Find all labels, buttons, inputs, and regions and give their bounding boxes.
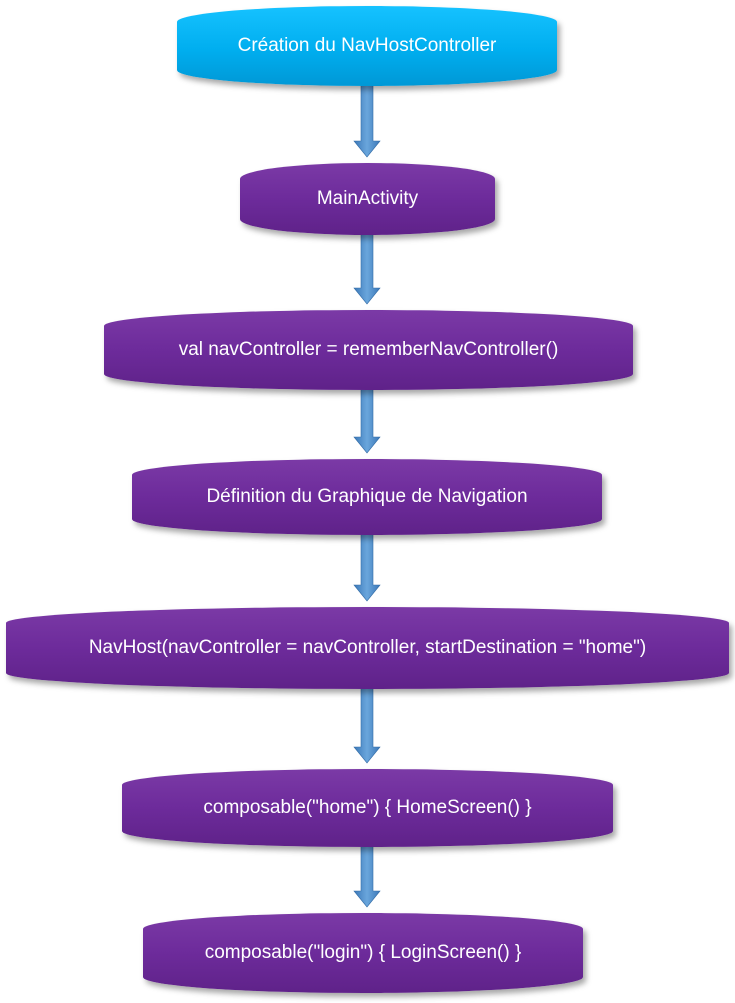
node-mainactivity: MainActivity — [240, 163, 495, 235]
node-composable-login: composable("login") { LoginScreen() } — [143, 913, 583, 993]
arrow-n2-to-n3 — [353, 385, 381, 454]
node-remember-nav-controller: val navController = rememberNavControlle… — [104, 310, 633, 390]
node-label: Définition du Graphique de Navigation — [206, 486, 528, 507]
arrow-n5-to-n6 — [353, 842, 381, 908]
node-label: composable("login") { LoginScreen() } — [204, 942, 522, 963]
node-navhost: NavHost(navController = navController, s… — [6, 607, 729, 689]
node-label: Création du NavHostController — [237, 35, 497, 56]
arrow-n3-to-n4 — [353, 530, 381, 602]
node-composable-home: composable("home") { HomeScreen() } — [122, 769, 613, 847]
node-label: composable("home") { HomeScreen() } — [203, 797, 532, 818]
arrow-n4-to-n5 — [353, 684, 381, 764]
node-label: NavHost(navController = navController, s… — [88, 637, 647, 658]
node-label: MainActivity — [316, 188, 419, 209]
arrow-n0-to-n1 — [353, 81, 381, 158]
node-label: val navController = rememberNavControlle… — [178, 339, 559, 360]
arrow-n1-to-n2 — [353, 230, 381, 305]
node-graph-definition: Définition du Graphique de Navigation — [132, 459, 602, 535]
start-node-navhostcontroller: Création du NavHostController — [177, 6, 557, 86]
